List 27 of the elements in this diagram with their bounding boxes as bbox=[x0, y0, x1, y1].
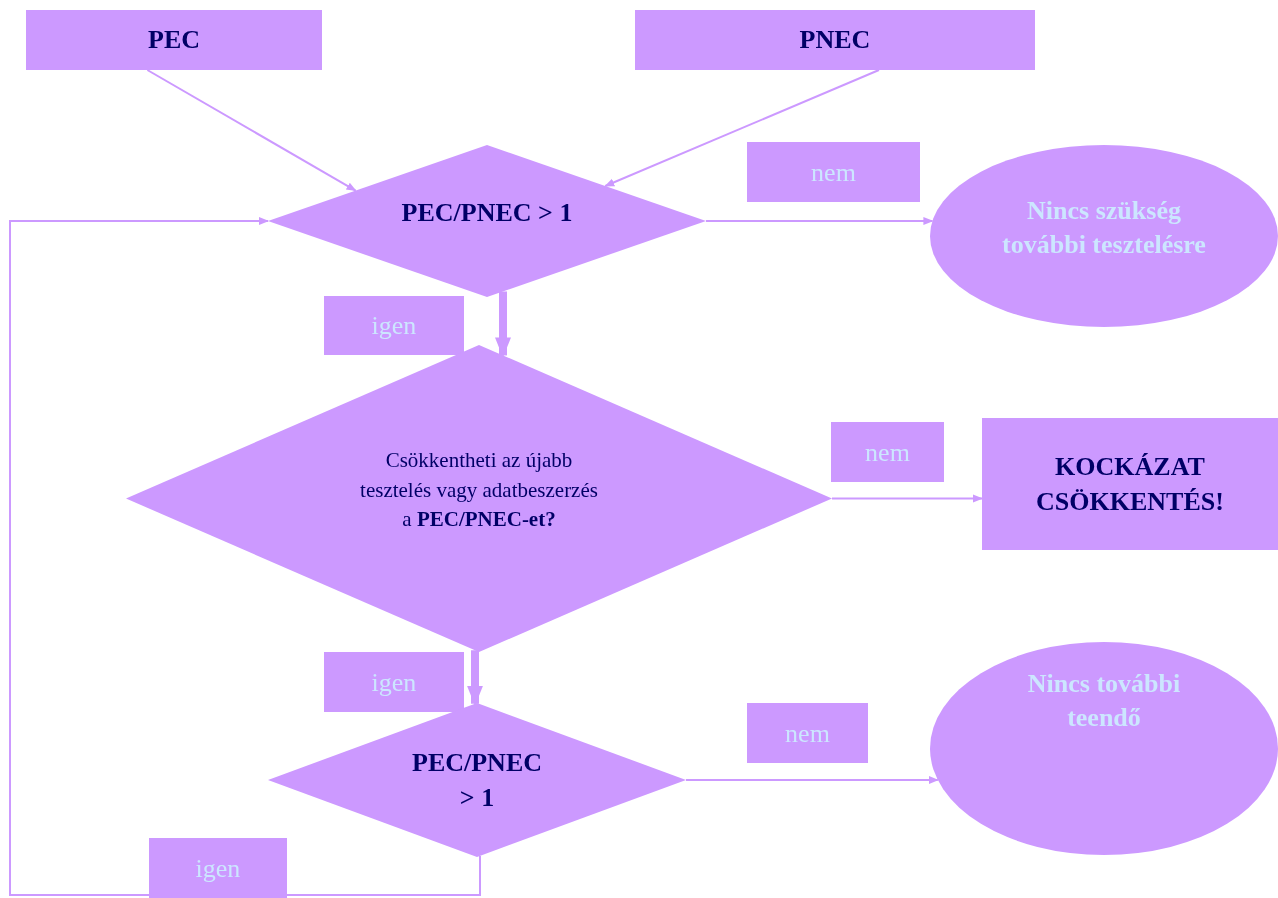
arrow bbox=[146, 69, 357, 192]
node-text: Nincs szükség további tesztelésre bbox=[1001, 195, 1207, 261]
label-box: nem bbox=[747, 142, 920, 202]
node-text: Nincs további teendő bbox=[1026, 667, 1182, 734]
arrow bbox=[604, 69, 880, 188]
process-box: KOCKÁZAT CSÖKKENTÉS! bbox=[982, 418, 1278, 550]
label-box: nem bbox=[747, 703, 868, 763]
arrow bbox=[831, 494, 983, 503]
arrow bbox=[9, 217, 481, 896]
decision-diamond bbox=[268, 703, 686, 857]
terminal-ellipse bbox=[930, 145, 1278, 327]
process-box: PNEC bbox=[635, 10, 1035, 70]
arrow bbox=[705, 217, 934, 225]
label-box: igen bbox=[149, 838, 287, 898]
process-box: PEC bbox=[26, 10, 322, 70]
decision-diamond bbox=[268, 145, 706, 297]
arrow bbox=[467, 650, 483, 706]
node-text: Csökkentheti az újabb tesztelés vagy adatbeszerzés a PEC/PNEC-et? bbox=[359, 447, 599, 534]
node-text: PEC/PNEC > 1 bbox=[400, 197, 574, 230]
label-box: igen bbox=[324, 296, 464, 355]
arrow bbox=[685, 776, 939, 784]
terminal-ellipse bbox=[930, 642, 1278, 855]
label-box: igen bbox=[324, 652, 464, 712]
node-text: PEC/PNEC > 1 bbox=[411, 746, 543, 814]
arrow bbox=[495, 291, 511, 358]
label-box: nem bbox=[831, 422, 944, 482]
decision-diamond bbox=[126, 345, 832, 652]
